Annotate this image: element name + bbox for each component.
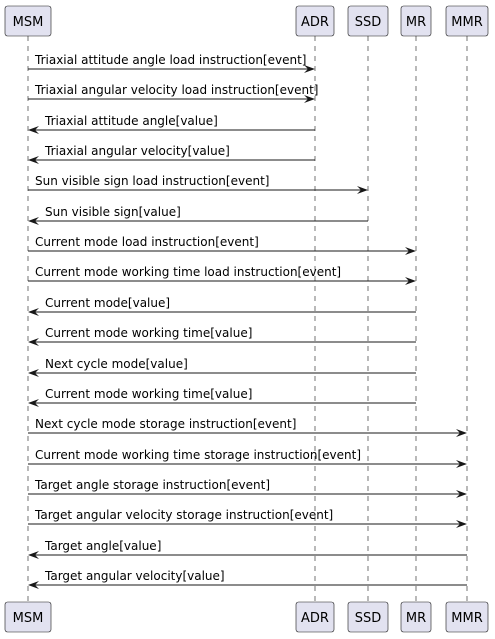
participant-box	[347, 5, 389, 37]
participant-label: MMR	[451, 15, 482, 30]
message-label: Current mode[value]	[45, 296, 170, 310]
participant-box	[295, 601, 335, 633]
messages: Triaxial attitude angle load instruction…	[28, 53, 467, 589]
arrowhead	[28, 399, 39, 407]
arrowhead	[28, 338, 39, 346]
participant-mr-bottom: MR	[400, 601, 432, 633]
message-label: Triaxial attitude angle load instruction…	[34, 53, 306, 67]
message-label: Triaxial attitude angle[value]	[44, 114, 218, 128]
participant-box	[400, 601, 432, 633]
participant-box	[347, 601, 389, 633]
participant-msm-bottom: MSM	[4, 601, 52, 633]
participant-mmr-top: MMR	[445, 5, 489, 37]
arrowhead	[28, 308, 39, 316]
participant-adr-top: ADR	[295, 5, 335, 37]
message-label: Triaxial angular velocity load instructi…	[34, 83, 318, 97]
message-label: Target angle[value]	[44, 539, 161, 553]
message-12: Current mode working time[value]	[28, 387, 416, 407]
participant-box	[4, 5, 52, 37]
participants-bottom: MSM ADR SSD MR MMR	[4, 601, 489, 633]
message-label: Current mode working time[value]	[45, 326, 252, 340]
message-label: Sun visible sign[value]	[45, 205, 181, 219]
participant-label: MR	[406, 15, 426, 30]
participant-box	[295, 5, 335, 37]
arrowhead	[405, 247, 416, 255]
participant-box	[445, 5, 489, 37]
participant-label: SSD	[355, 15, 382, 30]
message-label: Target angle storage instruction[event]	[34, 478, 270, 492]
participant-label: MSM	[13, 15, 44, 30]
arrowhead	[28, 156, 39, 164]
message-label: Target angular velocity storage instruct…	[34, 508, 333, 522]
message-label: Sun visible sign load instruction[event]	[35, 174, 269, 188]
participant-box	[445, 601, 489, 633]
message-label: Current mode working time[value]	[45, 387, 252, 401]
message-3: Triaxial attitude angle[value]	[28, 114, 315, 134]
arrowhead	[28, 217, 39, 225]
participant-label: MSM	[13, 611, 44, 626]
participant-mmr-bottom: MMR	[445, 601, 489, 633]
message-2: Triaxial angular velocity load instructi…	[28, 83, 318, 103]
message-10: Current mode working time[value]	[28, 326, 416, 346]
participant-box	[4, 601, 52, 633]
participant-ssd-top: SSD	[347, 5, 389, 37]
message-9: Current mode[value]	[28, 296, 416, 316]
arrowhead	[304, 95, 315, 103]
message-label: Target angular velocity[value]	[44, 569, 225, 583]
message-6: Sun visible sign[value]	[28, 205, 368, 225]
participant-label: MMR	[451, 611, 482, 626]
participant-label: ADR	[301, 15, 329, 30]
message-18: Target angular velocity[value]	[28, 569, 467, 589]
arrowhead	[405, 277, 416, 285]
message-1: Triaxial attitude angle load instruction…	[28, 53, 315, 73]
arrowhead	[456, 520, 467, 528]
message-17: Target angle[value]	[28, 539, 467, 559]
message-15: Target angle storage instruction[event]	[28, 478, 467, 498]
message-label: Current mode working time storage instru…	[35, 448, 361, 462]
message-5: Sun visible sign load instruction[event]	[28, 174, 368, 194]
message-13: Next cycle mode storage instruction[even…	[28, 417, 467, 437]
arrowhead	[304, 65, 315, 73]
message-label: Triaxial angular velocity[value]	[44, 144, 230, 158]
arrowhead	[28, 126, 39, 134]
message-4: Triaxial angular velocity[value]	[28, 144, 315, 164]
message-16: Target angular velocity storage instruct…	[28, 508, 467, 528]
participant-label: ADR	[301, 611, 329, 626]
message-label: Next cycle mode storage instruction[even…	[35, 417, 296, 431]
message-8: Current mode working time load instructi…	[28, 265, 416, 285]
arrowhead	[28, 581, 39, 589]
arrowhead	[357, 186, 368, 194]
participant-box	[400, 5, 432, 37]
arrowhead	[456, 460, 467, 468]
arrowhead	[28, 551, 39, 559]
message-14: Current mode working time storage instru…	[28, 448, 467, 468]
participants-top: MSM ADR SSD MR MMR	[4, 5, 489, 37]
message-11: Next cycle mode[value]	[28, 357, 416, 377]
participant-mr-top: MR	[400, 5, 432, 37]
message-label: Current mode load instruction[event]	[35, 235, 259, 249]
message-7: Current mode load instruction[event]	[28, 235, 416, 255]
arrowhead	[456, 429, 467, 437]
message-label: Current mode working time load instructi…	[35, 265, 341, 279]
participant-label: SSD	[355, 611, 382, 626]
participant-adr-bottom: ADR	[295, 601, 335, 633]
participant-msm-top: MSM	[4, 5, 52, 37]
arrowhead	[28, 369, 39, 377]
participant-label: MR	[406, 611, 426, 626]
arrowhead	[456, 490, 467, 498]
message-label: Next cycle mode[value]	[45, 357, 188, 371]
participant-ssd-bottom: SSD	[347, 601, 389, 633]
